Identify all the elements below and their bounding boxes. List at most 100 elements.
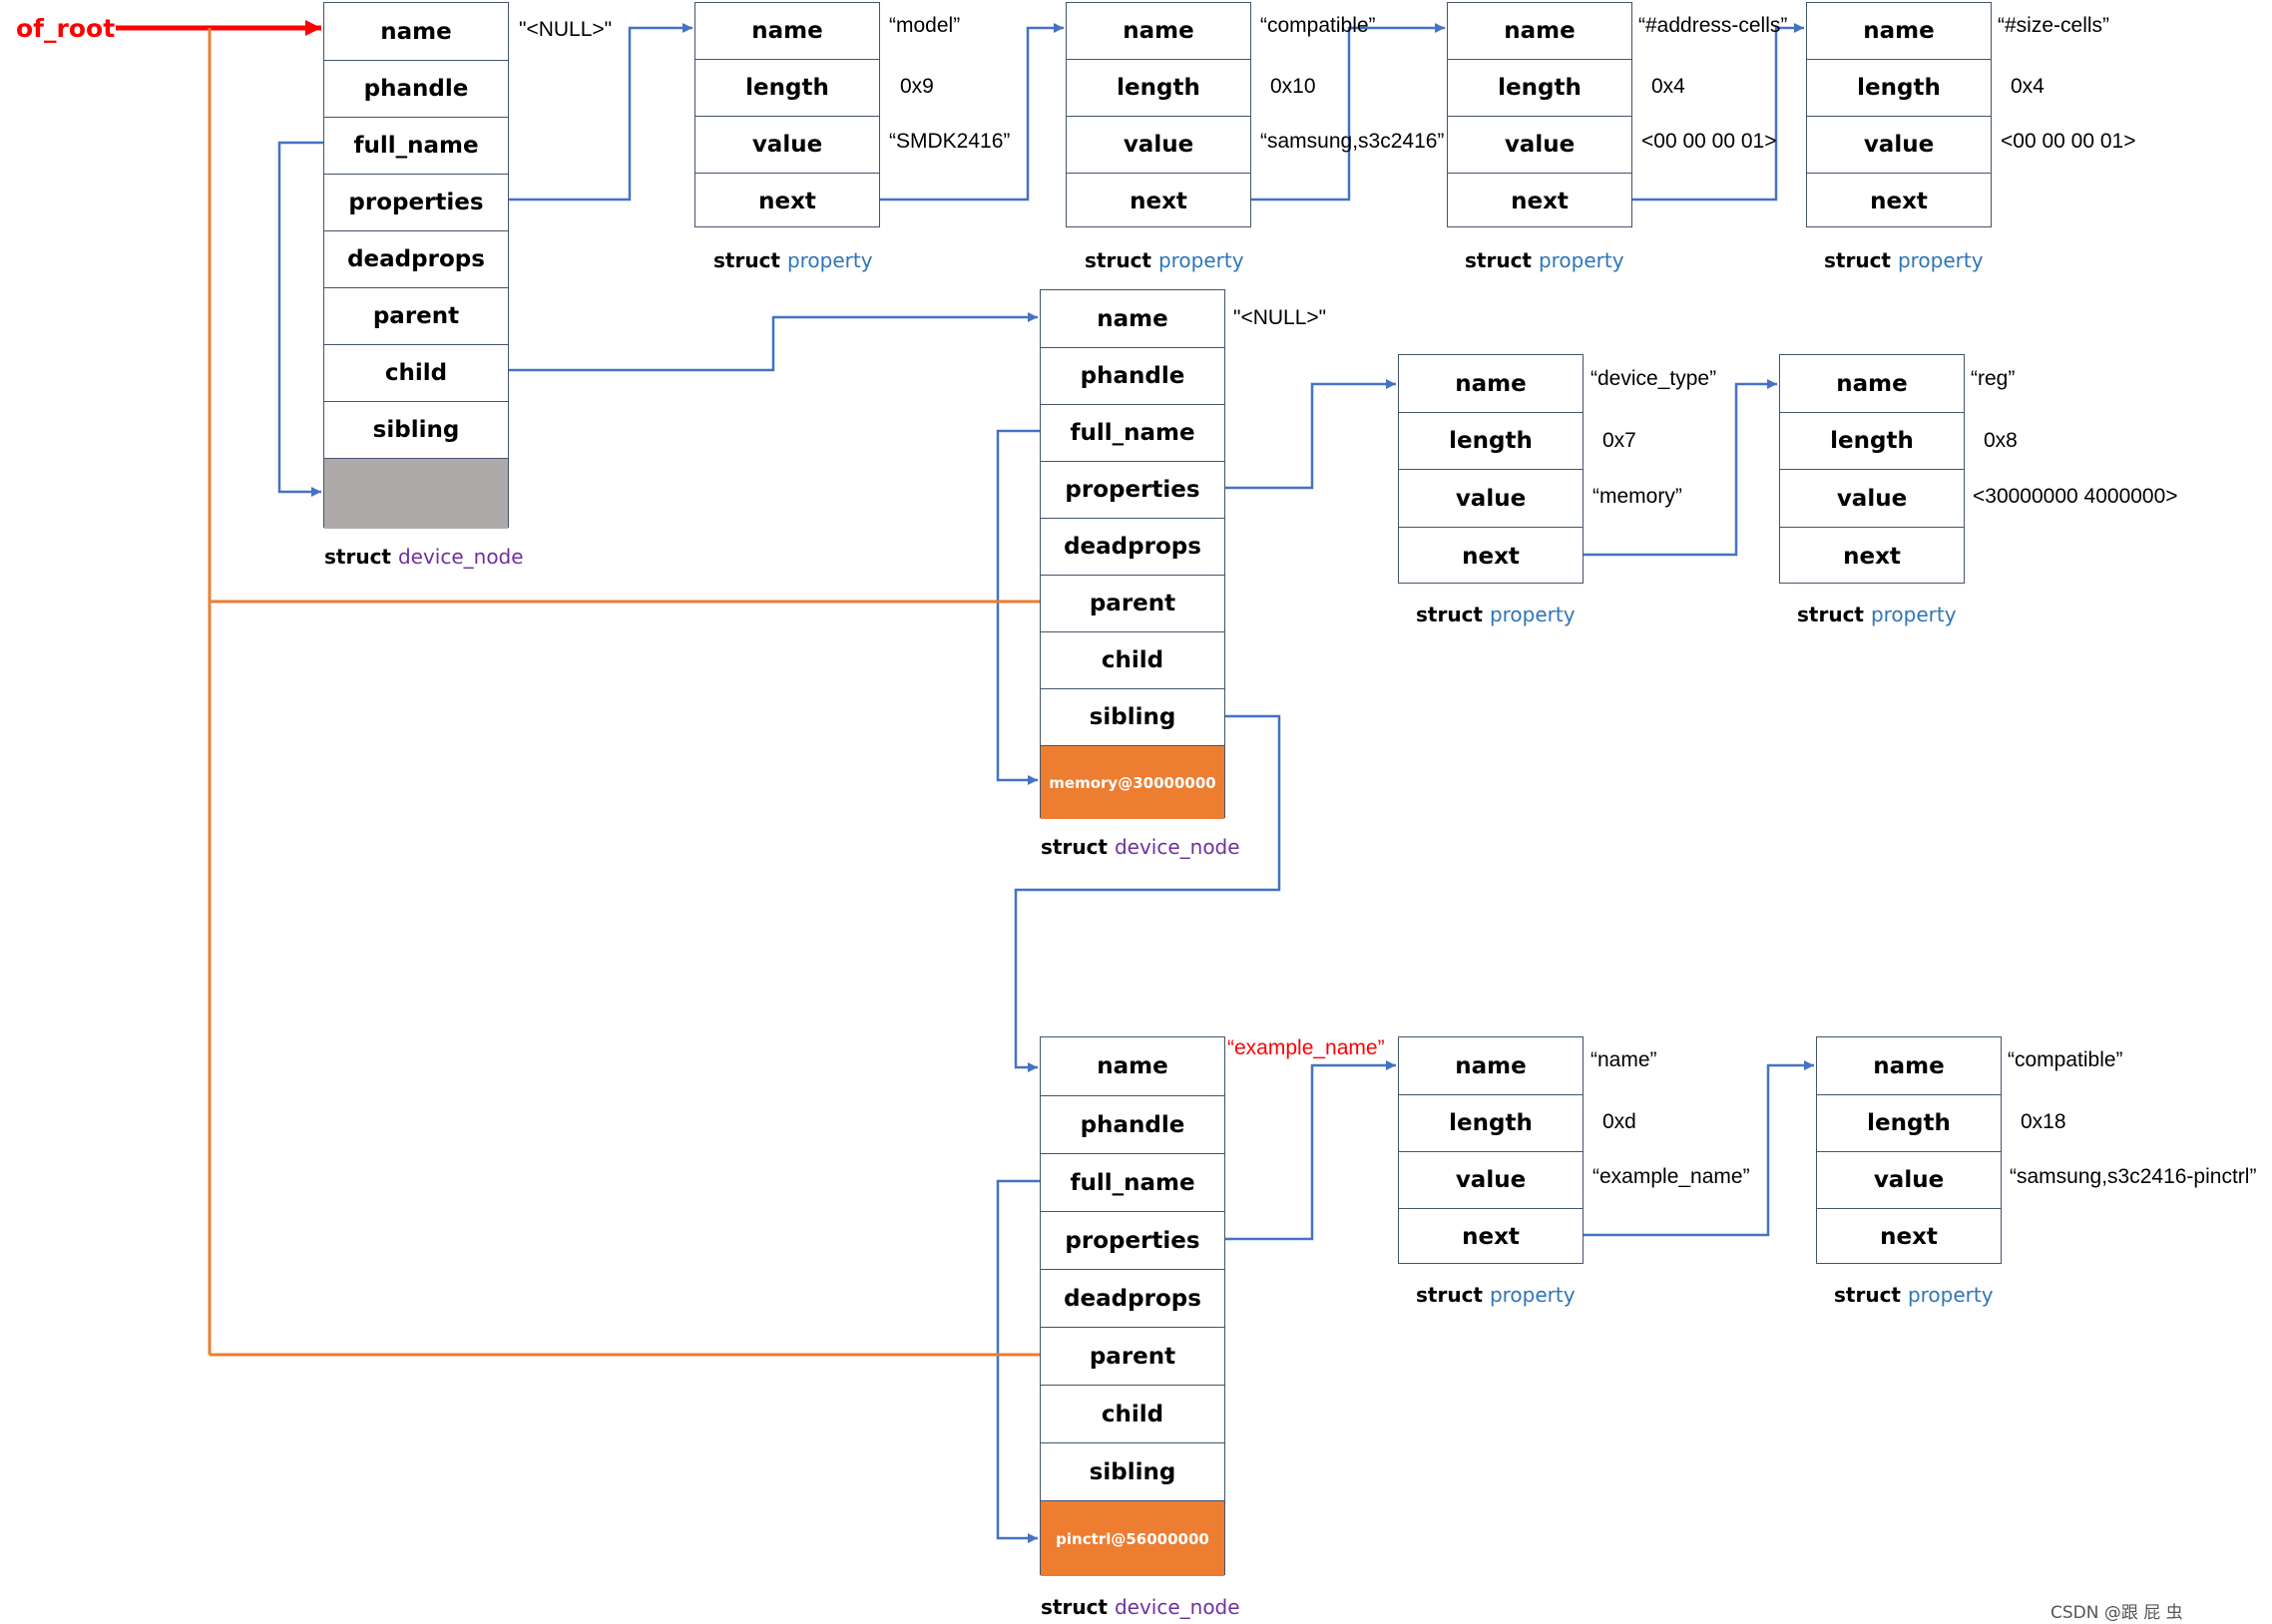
field-value: value	[1399, 1151, 1583, 1208]
root-next-link-1	[880, 23, 1064, 202]
field-value: value	[695, 116, 879, 173]
memory-next-link	[1584, 379, 1777, 557]
pinctrl-next-link	[1584, 1060, 1814, 1237]
of-root-label: of_root	[16, 14, 116, 43]
root-next-link-3	[1632, 23, 1804, 202]
property-caption: struct property	[1085, 248, 1244, 272]
field-sibling: sibling	[1041, 1442, 1224, 1500]
field-length: length	[1780, 412, 1964, 469]
prop-name-value: “#address-cells”	[1638, 14, 1788, 37]
field-length: length	[1399, 412, 1583, 469]
field-name: name	[380, 18, 452, 45]
field-length: length	[1067, 59, 1250, 116]
prop-name-value: “#size-cells”	[1998, 14, 2110, 37]
property-caption: struct property	[1416, 603, 1576, 626]
field-length: length	[695, 59, 879, 116]
pinctrl-name-value: “example_name”	[1227, 1036, 1385, 1059]
field-child: child	[1041, 631, 1224, 688]
full-name-storage	[324, 458, 508, 529]
field-value: value	[1448, 116, 1631, 173]
prop-name-value: “name”	[1590, 1048, 1657, 1071]
field-next: next	[1399, 1208, 1583, 1265]
memory-prop-device-type: name length value next	[1398, 354, 1584, 584]
root-prop-compatible: name length value next	[1066, 2, 1251, 227]
field-value: value	[1399, 469, 1583, 527]
field-parent: parent	[324, 287, 508, 344]
root-device-node: name phandle full_name properties deadpr…	[323, 2, 509, 529]
prop-value-value: “memory”	[1592, 485, 1682, 508]
pinctrl-prop-compatible: name length value next	[1816, 1036, 2002, 1264]
watermark: CSDN @跟 屁 虫	[2050, 1603, 2183, 1623]
field-sibling: sibling	[324, 401, 508, 458]
field-full-name: full_name	[1041, 1153, 1224, 1211]
field-length: length	[1807, 59, 1991, 116]
prop-value-value: “samsung,s3c2416-pinctrl”	[2010, 1165, 2257, 1188]
root-properties-link	[509, 23, 692, 202]
pinctrl-node-caption: struct device_node	[1041, 1595, 1240, 1619]
root-prop-model: name length value next	[694, 2, 880, 227]
memory-node-caption: struct device_node	[1041, 835, 1240, 859]
memory-sibling-link	[1014, 714, 1281, 1072]
field-value: value	[1780, 469, 1964, 527]
property-caption: struct property	[1797, 603, 1957, 626]
prop-length-value: 0x9	[900, 75, 934, 98]
field-next: next	[1067, 173, 1250, 228]
root-node-caption: struct device_node	[324, 545, 524, 569]
root-child-link	[509, 312, 1038, 372]
field-value: value	[1817, 1151, 2001, 1208]
field-full-name: full_name	[324, 117, 508, 174]
field-properties: properties	[1041, 1211, 1224, 1269]
prop-length-value: 0xd	[1602, 1110, 1636, 1133]
pinctrl-properties-link	[1225, 1060, 1396, 1241]
memory-properties-link	[1225, 379, 1396, 490]
memory-device-node: name phandle full_name properties deadpr…	[1040, 289, 1225, 819]
field-length: length	[1448, 59, 1631, 116]
field-name: name	[1455, 1052, 1527, 1079]
field-name: name	[1863, 18, 1935, 44]
field-deadprops: deadprops	[1041, 518, 1224, 575]
prop-value-value: “samsung,s3c2416”	[1260, 130, 1445, 153]
memory-name-value: "<NULL>"	[1233, 306, 1327, 329]
field-name: name	[751, 18, 823, 44]
field-full-name: full_name	[1041, 404, 1224, 461]
memory-prop-reg: name length value next	[1779, 354, 1965, 584]
field-next: next	[1448, 173, 1631, 228]
root-name-value: "<NULL>"	[519, 18, 613, 41]
field-name: name	[1455, 370, 1527, 397]
field-next: next	[1399, 527, 1583, 585]
field-deadprops: deadprops	[1041, 1269, 1224, 1327]
field-phandle: phandle	[1041, 1095, 1224, 1153]
field-name: name	[1097, 1053, 1168, 1079]
root-full-name-link	[277, 141, 323, 497]
field-name: name	[1097, 305, 1168, 332]
prop-length-value: 0x7	[1602, 429, 1636, 452]
memory-full-name-link	[996, 429, 1040, 785]
field-sibling: sibling	[1041, 688, 1224, 745]
field-name: name	[1123, 18, 1194, 44]
field-name: name	[1836, 370, 1908, 397]
property-caption: struct property	[1416, 1283, 1576, 1307]
field-next: next	[1817, 1208, 2001, 1265]
prop-length-value: 0x4	[2011, 75, 2045, 98]
prop-name-value: “reg”	[1971, 367, 2016, 390]
prop-length-value: 0x8	[1984, 429, 2018, 452]
prop-name-value: “compatible”	[1260, 14, 1376, 37]
field-next: next	[695, 173, 879, 228]
prop-value-value: “SMDK2416”	[889, 130, 1011, 153]
field-parent: parent	[1041, 575, 1224, 631]
field-parent: parent	[1041, 1327, 1224, 1385]
full-name-storage: memory@30000000	[1041, 745, 1224, 819]
field-child: child	[1041, 1385, 1224, 1442]
prop-name-value: “compatible”	[2008, 1048, 2123, 1071]
property-caption: struct property	[1824, 248, 1984, 272]
prop-length-value: 0x10	[1270, 75, 1316, 98]
root-next-link-2	[1251, 23, 1445, 202]
field-length: length	[1817, 1094, 2001, 1151]
field-phandle: phandle	[324, 60, 508, 117]
field-deadprops: deadprops	[324, 230, 508, 287]
property-caption: struct property	[713, 248, 873, 272]
property-caption: struct property	[1834, 1283, 1994, 1307]
field-value: value	[1807, 116, 1991, 173]
field-properties: properties	[324, 174, 508, 230]
